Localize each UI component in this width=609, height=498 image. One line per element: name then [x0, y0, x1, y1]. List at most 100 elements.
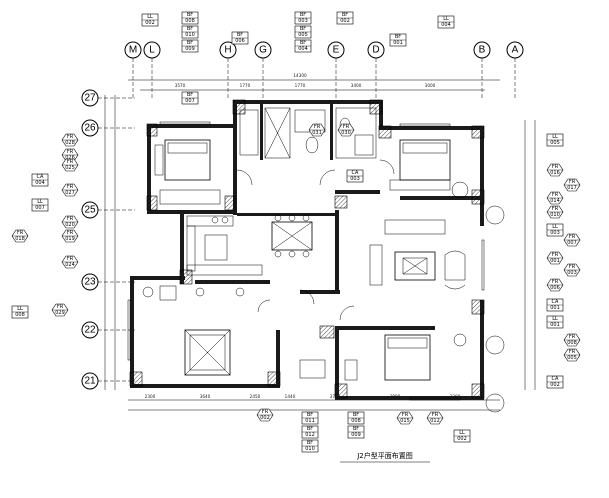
- tag-number: 003: [350, 176, 360, 182]
- svg-text:1770: 1770: [295, 83, 306, 88]
- furniture: [127, 107, 505, 413]
- svg-text:1770: 1770: [240, 83, 251, 88]
- svg-text:G: G: [259, 45, 267, 56]
- tag-number: 003: [298, 18, 308, 24]
- tag-code: FR: [262, 409, 269, 415]
- axis-21: 21: [81, 372, 99, 390]
- tag-code: FR: [67, 159, 74, 165]
- tag-number: 007: [35, 205, 45, 211]
- right-finish-tags: LL005FR016FR017FR014FR010LL003FR007FR001…: [546, 133, 581, 389]
- tag-number: 008: [567, 340, 577, 346]
- tag-code: CA: [552, 376, 559, 382]
- svg-text:H: H: [224, 45, 231, 56]
- tag-code: CA: [352, 170, 359, 176]
- tag-code: FR: [67, 149, 74, 155]
- tag-code: FR: [17, 230, 24, 236]
- tag-code: FR: [67, 216, 74, 222]
- tag-code: BF: [187, 92, 193, 98]
- tag-number: 018: [15, 236, 25, 242]
- tag-number: 002: [340, 18, 350, 24]
- tag-code: LL: [552, 224, 558, 230]
- tag-code: BF: [395, 34, 401, 40]
- tag-number: 004: [441, 22, 451, 28]
- svg-text:22: 22: [84, 325, 96, 336]
- svg-text:2450: 2450: [250, 394, 261, 399]
- tag-number: 012: [305, 432, 315, 438]
- tag-number: 031: [312, 130, 322, 136]
- tag-code: FR: [67, 230, 74, 236]
- svg-text:1440: 1440: [285, 394, 296, 399]
- axis-L: L: [143, 41, 161, 59]
- tag-number: 002: [457, 436, 467, 442]
- tag-code: FR: [569, 234, 576, 240]
- tag-number: 009: [351, 432, 361, 438]
- tag-code: FR: [569, 349, 576, 355]
- tag-code: FR: [552, 164, 559, 170]
- svg-text:25: 25: [84, 205, 96, 216]
- tag-code: BF: [353, 426, 359, 432]
- tag-code: BF: [307, 412, 313, 418]
- tag-code: LL: [37, 199, 43, 205]
- svg-text:B: B: [479, 45, 486, 56]
- tag-number: 029: [55, 310, 65, 316]
- tag-number: 024: [65, 262, 75, 268]
- axis-D: D: [367, 41, 385, 59]
- tag-code: BF: [300, 40, 306, 46]
- tag-code: FR: [569, 334, 576, 340]
- overall-width-dim: 14300: [293, 73, 307, 78]
- top-segment-dims: 3570 1770 1770 3400 3000: [175, 83, 436, 88]
- tag-number: 005: [298, 32, 308, 38]
- tag-code: BF: [300, 26, 306, 32]
- tag-code: FR: [67, 256, 74, 262]
- svg-text:3640: 3640: [200, 394, 211, 399]
- tag-number: 016: [550, 170, 560, 176]
- tag-code: FR: [569, 179, 576, 185]
- tag-number: 030: [341, 130, 351, 136]
- tag-code: LL: [17, 306, 23, 312]
- svg-text:26: 26: [84, 123, 96, 134]
- tag-code: CA: [37, 174, 44, 180]
- tag-code: FR: [67, 184, 74, 190]
- tag-number: 001: [393, 40, 403, 46]
- svg-text:27: 27: [84, 93, 96, 104]
- tag-number: 025: [65, 165, 75, 171]
- left-finish-tags: FR028FR026FR025CA004FR027LL007FR020FR019…: [11, 133, 79, 319]
- tag-number: 008: [351, 418, 361, 424]
- axis-bubbles-left: 27 26 25 23 22 21: [81, 89, 99, 390]
- tag-number: 012: [430, 418, 440, 424]
- axis-25: 25: [81, 201, 99, 219]
- tag-number: 005: [567, 355, 577, 361]
- axis-22: 22: [81, 321, 99, 339]
- svg-text:M: M: [129, 45, 137, 56]
- tag-code: LL: [443, 16, 449, 22]
- tag-number: 005: [550, 140, 560, 146]
- axis-G: G: [254, 41, 272, 59]
- dimension-lines: [98, 58, 536, 411]
